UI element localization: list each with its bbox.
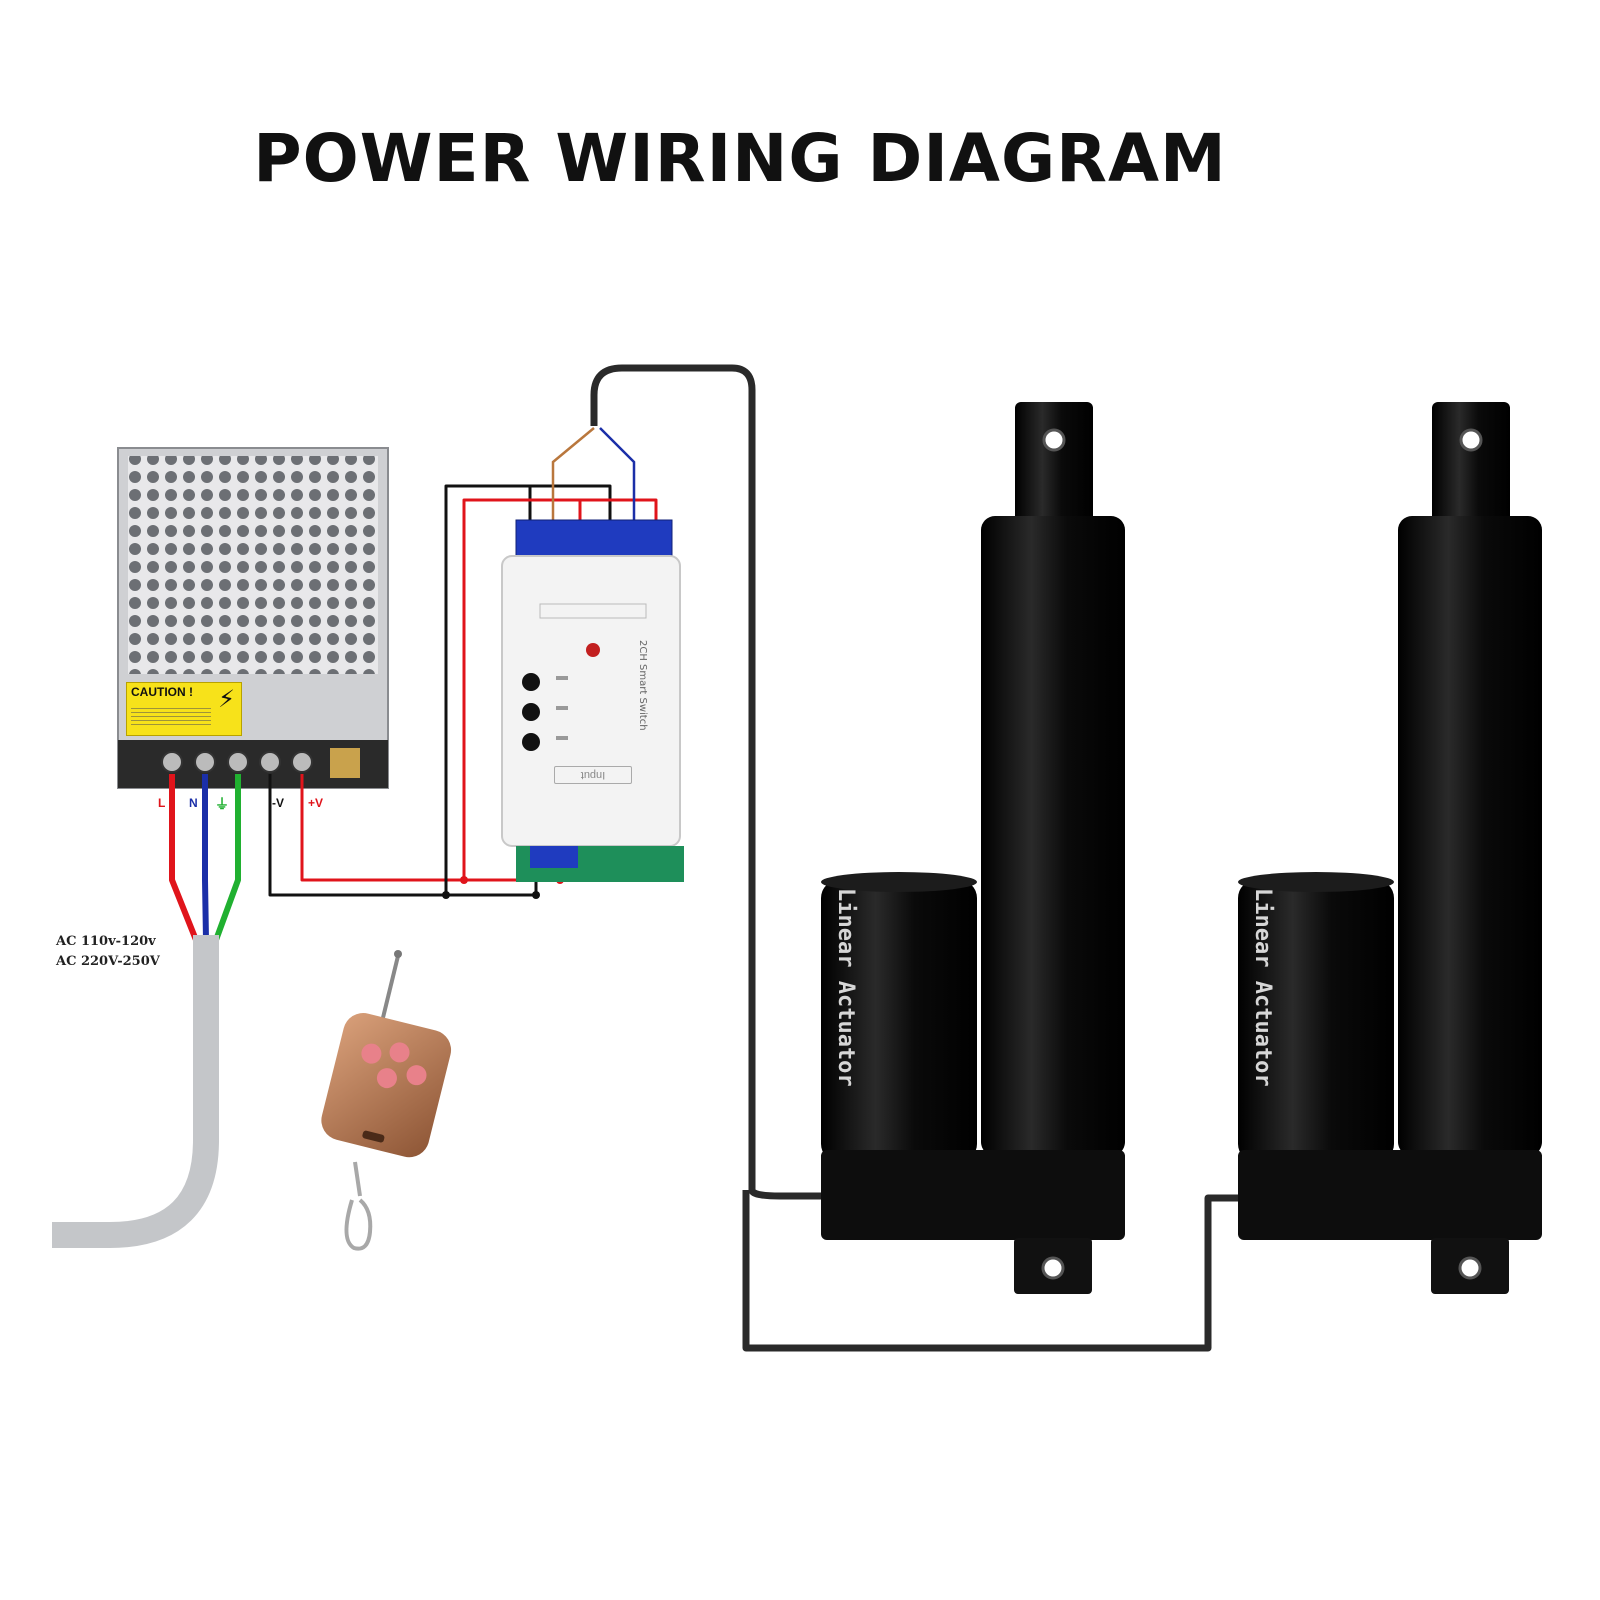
terminal-label-pos: +V [308,796,324,810]
caution-title: CAUTION ! [131,685,193,699]
actuator-2-label: Linear Actuator [1250,888,1275,1087]
ac-voltage-label-2: AC 220V-250V [56,954,160,969]
diagram-title: POWER WIRING DIAGRAM [253,120,1227,197]
caution-fine-print [131,705,211,727]
linear-actuator-icon [821,402,1125,1294]
power-supply-icon [117,447,389,789]
terminal-label-l: L [158,796,166,810]
ground-icon: ⏚ [215,796,229,812]
terminal-label-n: N [189,796,198,810]
terminal-block [161,748,360,778]
remote-control-icon [321,950,452,1251]
ac-cable [52,935,219,1248]
actuator-1-label: Linear Actuator [833,888,858,1087]
ac-voltage-label-1: AC 110v-120v [56,934,156,949]
caution-sticker: CAUTION ! ⚡ [126,682,242,736]
controller-input-label: Input [554,766,632,784]
controller-side-text: 2CH Smart Switch [637,640,648,731]
lightning-icon: ⚡ [218,685,235,713]
motor-cable [590,364,1240,1352]
motor-lead-wires [551,427,636,528]
relay-module-icon [501,519,684,882]
terminal-label-neg: -V [272,796,284,810]
linear-actuator-icon-2 [1238,402,1542,1294]
ac-wires [169,774,241,942]
